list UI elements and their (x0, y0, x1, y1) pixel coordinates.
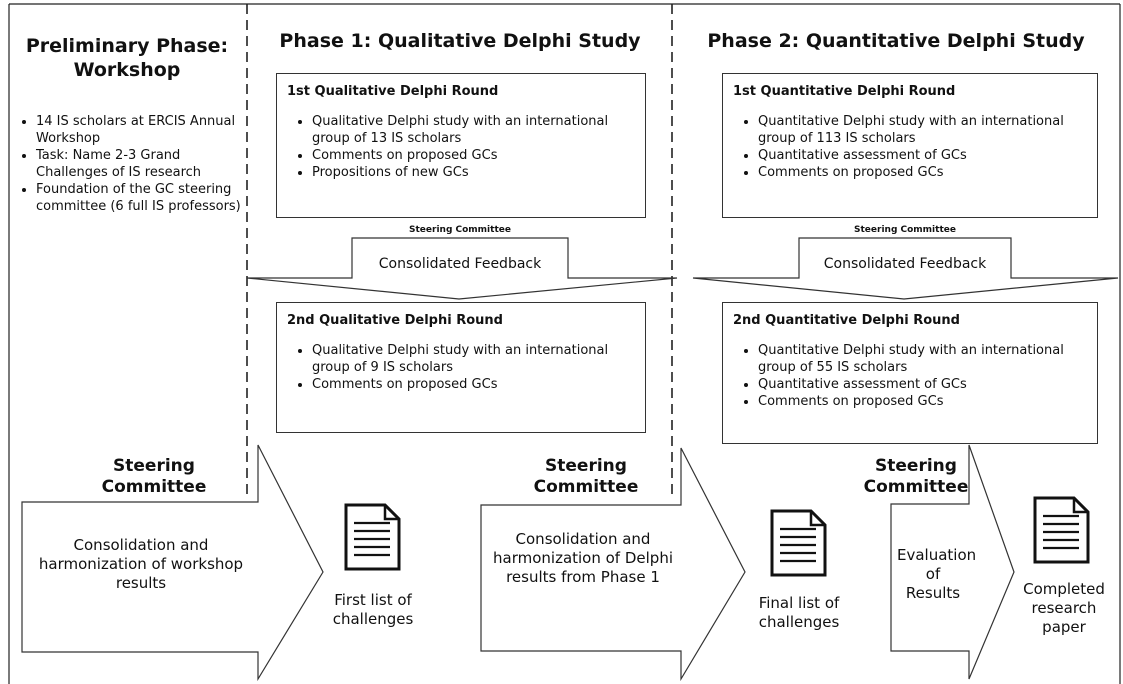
phase2-round1-box: 1st Quantitative Delphi Round Quantitati… (722, 73, 1098, 218)
phase1-round1-bullet: Comments on proposed GCs (312, 147, 635, 164)
phase1-round1-box: 1st Qualitative Delphi Round Qualitative… (276, 73, 646, 218)
document-icon-3 (1033, 496, 1090, 564)
phase2-title: Phase 2: Quantitative Delphi Study (707, 30, 1085, 52)
phase1-round1-bullet: Qualitative Delphi study with an interna… (312, 113, 635, 147)
phase2-round2-box: 2nd Quantitative Delphi Round Quantitati… (722, 302, 1098, 444)
bottom-arrow-3 (890, 444, 1015, 680)
phase1-steering-label: Steering Committee (409, 225, 511, 235)
document-icon-2 (770, 509, 827, 577)
phase2-steering-label: Steering Committee (854, 225, 956, 235)
phase2-feedback-label: Consolidated Feedback (823, 256, 987, 272)
phase1-round1-title: 1st Qualitative Delphi Round (287, 84, 499, 99)
preliminary-bullet: Task: Name 2-3 Grand Challenges of IS re… (36, 147, 242, 181)
phase1-round1-bullet: Propositions of new GCs (312, 164, 635, 181)
arrow-3-text: Evaluation of Results (897, 546, 977, 602)
phase2-round2-bullet: Comments on proposed GCs (758, 393, 1087, 410)
phase2-round2-bullet: Quantitative Delphi study with an intern… (758, 342, 1087, 376)
steering-committee-heading-3: Steering Committee (863, 456, 969, 497)
doc-1-label: First list of challenges (332, 591, 414, 628)
phase1-round2-box: 2nd Qualitative Delphi Round Qualitative… (276, 302, 646, 433)
phase2-round1-bullet: Quantitative Delphi study with an intern… (758, 113, 1087, 147)
steering-committee-heading-2: Steering Committee (533, 456, 639, 497)
phase2-round2-title: 2nd Quantitative Delphi Round (733, 313, 960, 328)
bottom-arrow-2 (480, 447, 746, 682)
preliminary-bullets: 14 IS scholars at ERCIS Annual Workshop … (14, 113, 242, 215)
bottom-arrow-1 (21, 444, 324, 682)
phase1-round2-title: 2nd Qualitative Delphi Round (287, 313, 503, 328)
phase1-round2-bullet: Qualitative Delphi study with an interna… (312, 342, 635, 376)
arrow-2-text: Consolidation and harmonization of Delph… (493, 530, 673, 586)
document-icon-1 (344, 503, 401, 571)
doc-2-label: Final list of challenges (758, 594, 840, 631)
arrow-1-text: Consolidation and harmonization of works… (38, 536, 244, 592)
phase2-round1-bullet: Quantitative assessment of GCs (758, 147, 1087, 164)
phase1-feedback-label: Consolidated Feedback (378, 256, 542, 272)
preliminary-bullet: 14 IS scholars at ERCIS Annual Workshop (36, 113, 242, 147)
phase2-round1-title: 1st Quantitative Delphi Round (733, 84, 956, 99)
phase1-feedback-arrow (246, 237, 678, 300)
doc-3-label: Completed research paper (1023, 580, 1105, 636)
phase1-round2-bullet: Comments on proposed GCs (312, 376, 635, 393)
preliminary-title: Preliminary Phase: Workshop (25, 35, 229, 81)
phase2-round2-bullet: Quantitative assessment of GCs (758, 376, 1087, 393)
preliminary-bullet: Foundation of the GC steering committee … (36, 181, 242, 215)
phase2-round1-bullet: Comments on proposed GCs (758, 164, 1087, 181)
phase1-title: Phase 1: Qualitative Delphi Study (279, 30, 641, 52)
phase2-feedback-arrow (692, 237, 1119, 300)
steering-committee-heading-1: Steering Committee (101, 456, 207, 497)
